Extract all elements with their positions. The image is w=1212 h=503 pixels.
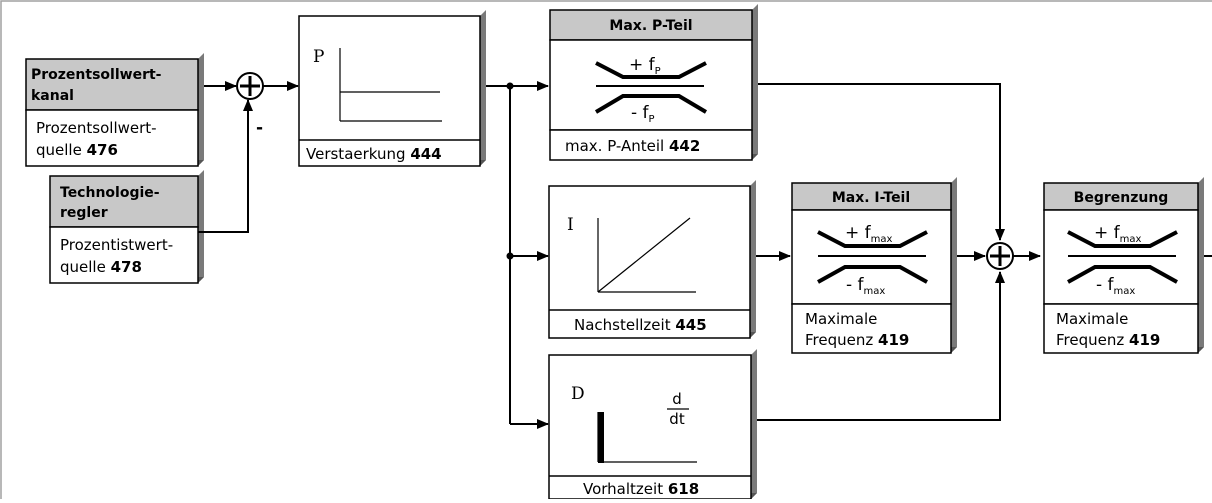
technologieregler-text-1: Prozentistwert-: [60, 236, 173, 254]
d-symbol: D: [571, 384, 585, 404]
p-symbol: P: [313, 47, 324, 67]
max-i-teil-block: Max. I-Teil + fmax - fmax Maximale Frequ…: [791, 177, 957, 354]
prozentsollwert-text-1: Prozentsollwert-: [36, 119, 157, 137]
technologieregler-block: Technologie- regler Prozentistwert- quel…: [49, 170, 204, 284]
d-impulse: [598, 412, 604, 463]
d-block: D d dt Vorhaltzeit 618: [548, 349, 757, 500]
prozentsollwert-title-1: Prozentsollwert-: [31, 67, 162, 83]
arrow-max-p-to-sum: [758, 83, 1005, 241]
prozentsollwert-block: Prozentsollwert- kanal Prozentsollwert- …: [25, 53, 204, 167]
max-i-lower: - fmax: [846, 275, 885, 297]
begrenzung-block: Begrenzung + fmax - fmax Maximale Freque…: [1043, 177, 1204, 354]
arrow-d-to-sum: [757, 271, 1005, 421]
max-i-text-1: Maximale: [805, 310, 877, 328]
upper-limit-curve: [595, 61, 707, 79]
max-i-text-2: Frequenz 419: [805, 331, 909, 349]
arrow-ist-to-sum: [198, 99, 253, 233]
technologieregler-title-2: regler: [60, 205, 108, 221]
lower-limit-curve: [594, 94, 708, 114]
max-p-upper: + fP: [629, 55, 661, 77]
begrenzung-text-1: Maximale: [1056, 310, 1128, 328]
begrenzung-text-2: Frequenz 419: [1056, 331, 1160, 349]
summing-junction-1: [236, 72, 264, 100]
p-block-label: Verstaerkung 444: [306, 145, 442, 163]
max-p-label: max. P-Anteil 442: [565, 137, 700, 155]
i-block: I Nachstellzeit 445: [548, 180, 756, 339]
i-characteristic: [597, 217, 691, 293]
technologieregler-text-2: quelle 478: [60, 258, 142, 276]
i-block-label: Nachstellzeit 445: [574, 316, 707, 334]
max-i-upper: + fmax: [845, 223, 893, 245]
begrenzung-title: Begrenzung: [1074, 190, 1169, 206]
max-p-teil-block: Max. P-Teil + fP - fP max. P-Anteil 442: [549, 4, 758, 161]
minus-sign: -: [256, 118, 263, 138]
begrenzung-lower: - fmax: [1096, 275, 1135, 297]
d-frac-num: d: [672, 390, 682, 408]
summing-junction-2: [986, 242, 1014, 270]
max-p-lower: - fP: [631, 103, 655, 125]
technologieregler-title-1: Technologie-: [60, 185, 160, 201]
prozentsollwert-title-2: kanal: [31, 88, 74, 104]
max-i-teil-title: Max. I-Teil: [832, 190, 910, 206]
d-frac-den: dt: [669, 410, 685, 428]
p-block: P Verstaerkung 444: [298, 10, 486, 167]
d-block-label: Vorhaltzeit 618: [583, 480, 699, 498]
prozentsollwert-text-2: quelle 476: [36, 141, 118, 159]
max-p-teil-title: Max. P-Teil: [609, 18, 692, 34]
begrenzung-upper: + fmax: [1094, 223, 1142, 245]
i-symbol: I: [567, 215, 574, 235]
